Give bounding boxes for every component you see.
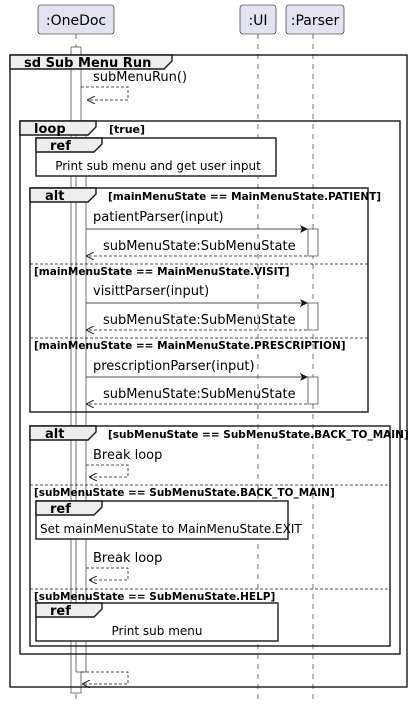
participant-ui: :UI — [239, 4, 277, 35]
activation-parser-1 — [307, 228, 319, 257]
alt2-keyword: alt — [45, 427, 64, 442]
alt1-guard3: [mainMenuState == MainMenuState.PRESCRIP… — [34, 340, 346, 352]
ref1-keyword: ref — [50, 139, 71, 154]
call-patient-parser: patientParser(input) — [93, 210, 224, 225]
ref2-keyword: ref — [50, 502, 71, 517]
final-return-arrow — [81, 671, 129, 684]
arrow-break-2 — [86, 567, 129, 580]
alt2-guard3: [subMenuState == SubMenuState.HELP] — [34, 591, 275, 603]
ref-print-sub-menu-help: ref Print sub menu — [35, 602, 279, 642]
self-call-label: subMenuRun() — [93, 70, 187, 85]
ref-print-sub-menu: ref Print sub menu and get user input — [35, 137, 277, 177]
loop-keyword: loop — [34, 122, 66, 137]
alt1-keyword: alt — [45, 189, 64, 204]
frame-sd: sd Sub Menu Run — [9, 54, 408, 688]
alt1-guard2: [mainMenuState == MainMenuState.VISIT] — [34, 266, 290, 278]
arrow-break-1 — [86, 464, 129, 477]
ref3-keyword: ref — [50, 604, 71, 619]
break-loop-2: Break loop — [93, 551, 162, 566]
ref-set-main-menu-state: ref Set mainMenuState to MainMenuState.E… — [35, 500, 302, 540]
participant-parser-label: :Parser — [291, 13, 340, 29]
participant-parser: :Parser — [285, 4, 345, 35]
return-3-label: subMenuState:SubMenuState — [103, 387, 296, 402]
alt2-guard1: [subMenuState == SubMenuState.BACK_TO_MA… — [108, 429, 409, 441]
alt-fragment-parsers: alt [mainMenuState == MainMenuState.PATI… — [29, 187, 381, 413]
participant-onedoc: :OneDoc — [37, 4, 115, 35]
return-2-label: subMenuState:SubMenuState — [103, 313, 296, 328]
alt2-guard2: [subMenuState == SubMenuState.BACK_TO_MA… — [34, 487, 335, 499]
alt-fragment-submenu-state: alt [subMenuState == SubMenuState.BACK_T… — [29, 425, 409, 647]
ref1-text: Print sub menu and get user input — [55, 159, 261, 173]
self-call-submenurun: subMenuRun() — [81, 70, 187, 100]
call-prescription-parser: prescriptionParser(input) — [93, 359, 255, 374]
ref3-text: Print sub menu — [112, 624, 203, 638]
loop-fragment: loop [true] — [19, 120, 401, 655]
break-loop-1: Break loop — [93, 448, 162, 463]
return-1-label: subMenuState:SubMenuState — [103, 239, 296, 254]
frame-title: sd Sub Menu Run — [24, 56, 151, 71]
alt1-guard1: [mainMenuState == MainMenuState.PATIENT] — [108, 191, 381, 203]
ref2-text: Set mainMenuState to MainMenuState.EXIT — [40, 522, 302, 536]
loop-guard: [true] — [109, 123, 145, 136]
activation-parser-2 — [307, 302, 319, 331]
call-visitt-parser: visittParser(input) — [93, 284, 209, 299]
participant-onedoc-label: :OneDoc — [46, 13, 106, 29]
participant-ui-label: :UI — [248, 13, 267, 29]
activation-parser-3 — [307, 376, 319, 405]
